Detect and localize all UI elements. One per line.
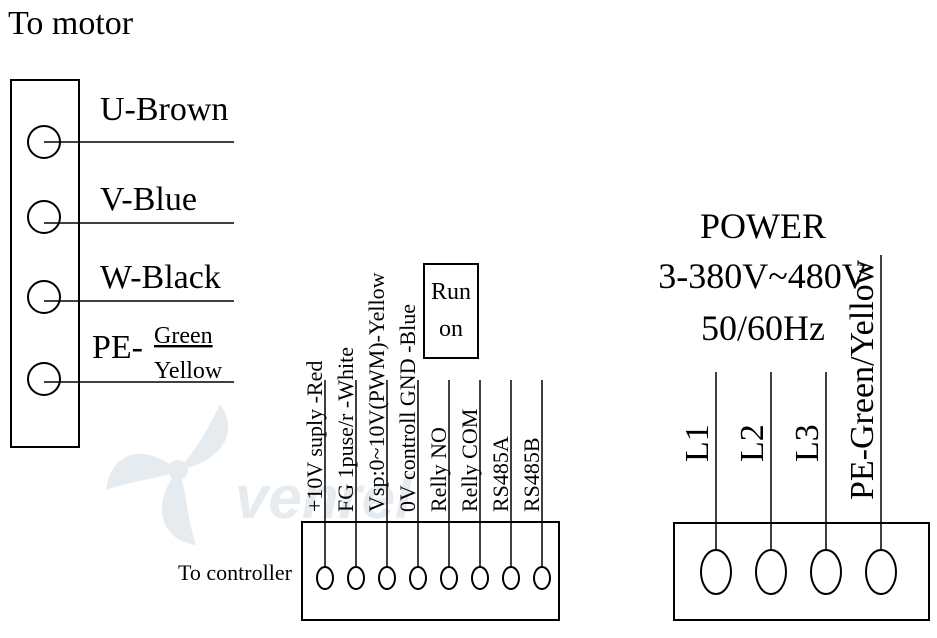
controller-terminal-label: Vsp:0~10V(PWM)-Yellow <box>364 272 389 512</box>
motor-terminal-v <box>27 200 61 234</box>
power-terminal-box <box>673 522 930 621</box>
controller-terminal <box>533 566 551 590</box>
motor-terminal-box <box>10 79 80 448</box>
controller-terminal-label: Relly NO <box>426 427 451 512</box>
controller-terminal-label: +10V suply -Red <box>302 361 327 512</box>
motor-terminal-w <box>27 280 61 314</box>
controller-terminal <box>502 566 520 590</box>
power-title: POWER <box>700 206 826 246</box>
power-terminal-label-l2: L2 <box>734 424 771 462</box>
watermark-logo: venrel <box>106 404 413 545</box>
relay-box-line1: Run <box>431 279 471 305</box>
controller-terminal <box>347 566 365 590</box>
controller-terminal-label: Relly COM <box>457 409 482 512</box>
controller-terminal <box>471 566 489 590</box>
controller-terminal-label: FG 1puse/r -White <box>333 347 358 512</box>
controller-section: To controller Run on +10V suply -Red FG … <box>178 263 560 621</box>
controller-terminal-label: RS485B <box>519 437 544 512</box>
power-terminal-pe <box>865 549 897 595</box>
motor-wire-w-label: W-Black <box>100 259 221 296</box>
power-terminal-label-l3: L3 <box>789 424 826 462</box>
motor-pe-yellow: Yellow <box>154 358 223 384</box>
motor-terminal-pe <box>27 362 61 396</box>
controller-caption: To controller <box>178 560 293 585</box>
motor-title: To motor <box>8 5 134 42</box>
relay-box-frame <box>423 263 479 359</box>
controller-terminal-label: 0V controll GND -Blue <box>395 304 420 512</box>
controller-terminal <box>440 566 458 590</box>
watermark-text: venrel <box>235 464 413 531</box>
controller-terminal <box>409 566 427 590</box>
power-terminal-label-pe: PE-Green/Yellow <box>844 259 881 500</box>
power-terminal-label-l1: L1 <box>679 424 716 462</box>
controller-terminal-label: RS485A <box>488 436 513 512</box>
power-terminal-l1 <box>700 549 732 595</box>
power-section: POWER 3-380V~480V 50/60Hz L1 L2 L3 PE-Gr… <box>658 206 930 621</box>
controller-terminal-box <box>301 521 560 621</box>
motor-pe-green: Green <box>154 323 213 349</box>
motor-pe-prefix: PE- <box>92 329 143 366</box>
power-frequency: 50/60Hz <box>701 308 825 348</box>
motor-wire-v-label: V-Blue <box>100 181 197 218</box>
relay-box: Run on <box>423 263 479 359</box>
fan-logo-icon <box>106 404 229 545</box>
motor-wire-u-label: U-Brown <box>100 91 228 128</box>
motor-section: To motor U-Brown V-Blue W-Black PE- Gree… <box>8 5 234 448</box>
controller-terminal <box>378 566 396 590</box>
controller-terminal <box>316 566 334 590</box>
power-terminal-l3 <box>810 549 842 595</box>
power-terminal-l2 <box>755 549 787 595</box>
relay-box-line2: on <box>439 316 463 342</box>
power-voltage: 3-380V~480V <box>658 256 867 296</box>
